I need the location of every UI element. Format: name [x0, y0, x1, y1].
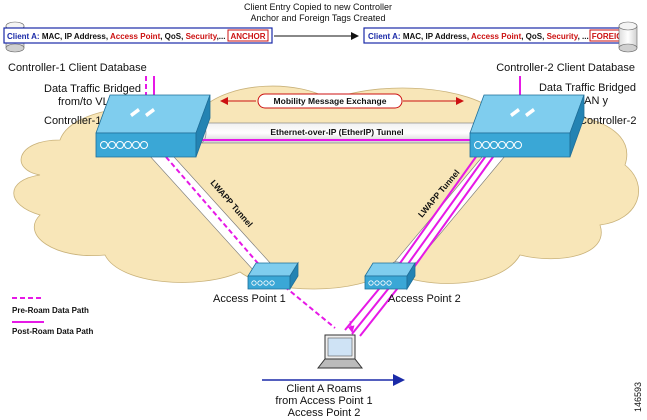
- c1-traffic-line1: Data Traffic Bridged: [44, 83, 141, 95]
- controller1-db-label: Controller-1 Client Database: [8, 62, 147, 74]
- access-point-1: [247, 261, 299, 291]
- c2-traffic-line1: Data Traffic Bridged: [539, 82, 636, 94]
- c2-entry-client: Client A:: [368, 32, 401, 41]
- access-point-1-label: Access Point 1: [213, 293, 286, 305]
- mobility-label-box: [257, 93, 403, 109]
- header-note-line1: Client Entry Copied to new Controller: [244, 2, 392, 12]
- controller2-database: [618, 21, 638, 53]
- controller1-label: Controller-1: [44, 115, 101, 127]
- legend: Pre-Roam Data Path Post-Roam Data Path: [12, 297, 93, 336]
- laptop-icon: [316, 334, 364, 369]
- access-point-2-label: Access Point 2: [388, 293, 461, 305]
- roam-line2: from Access Point 1: [275, 395, 372, 407]
- mobility-label: Mobility Message Exchange: [274, 96, 387, 106]
- c1-entry-client: Client A:: [7, 32, 40, 41]
- controller2-device: [469, 94, 585, 158]
- controller2-label: Controller-2: [579, 115, 636, 127]
- roam-line3: Access Point 2: [288, 407, 361, 419]
- svg-text:Client A: MAC, IP Address, Acc: Client A: MAC, IP Address, Access Point,…: [7, 32, 225, 41]
- controller1-client-entry: Client A: MAC, IP Address, Access Point,…: [3, 27, 273, 44]
- foreign-tag: FOREIGN: [592, 32, 629, 41]
- etherip-tunnel-label: Ethernet-over-IP (EtherIP) Tunnel: [270, 127, 403, 137]
- svg-text:Client A: MAC, IP Address, Acc: Client A: MAC, IP Address, Access Point,…: [368, 32, 589, 41]
- legend-post-roam-label: Post-Roam Data Path: [12, 327, 93, 336]
- access-point-2: [364, 261, 416, 291]
- controller2-client-entry: Client A: MAC, IP Address, Access Point,…: [363, 27, 635, 44]
- figure-id: 146593: [633, 382, 643, 412]
- controller2-db-label: Controller-2 Client Database: [496, 62, 635, 74]
- anchor-tag: ANCHOR: [230, 32, 265, 41]
- header-note-line2: Anchor and Foreign Tags Created: [251, 13, 386, 23]
- legend-pre-roam-label: Pre-Roam Data Path: [12, 306, 89, 315]
- roam-line1: Client A Roams: [286, 383, 362, 395]
- controller1-device: [95, 94, 211, 158]
